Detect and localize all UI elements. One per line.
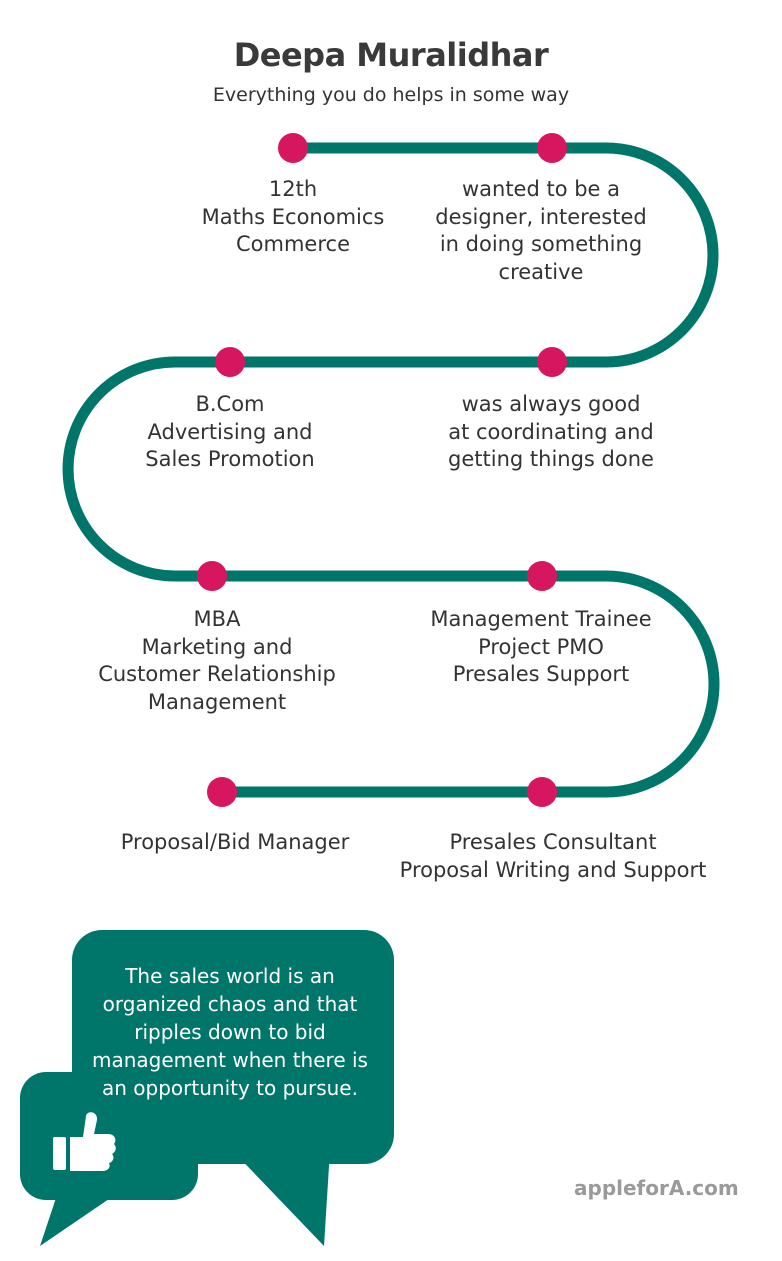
timeline-path [62,142,720,798]
milestone-dot [527,561,557,591]
milestone-dot [537,347,567,377]
milestone-label: Management Trainee Project PMO Presales … [430,607,652,686]
milestone-label: Proposal/Bid Manager [120,830,350,854]
callout-quote: The sales world is an organized chaos an… [92,964,368,1100]
milestone-label: wanted to be a designer, interested in d… [435,177,647,284]
milestone-dot [197,561,227,591]
milestone-dot [207,777,237,807]
milestone-dot [527,777,557,807]
milestone-label: MBA Marketing and Customer Relationship … [98,607,336,714]
page-title: Deepa Muralidhar [233,36,549,74]
brand-watermark[interactable]: appleforA.com [574,1176,739,1200]
milestone-dot [215,347,245,377]
page-subtitle: Everything you do helps in some way [212,84,570,106]
quote-speech-bubble [72,930,394,1246]
milestone-label: 12th Maths Economics Commerce [201,177,385,256]
thumbs-up-icon [53,1112,116,1171]
milestone-label: was always good at coordinating and gett… [448,392,654,471]
milestone-label: Presales Consultant Proposal Writing and… [399,830,707,882]
milestone-dot [537,133,567,163]
milestone-label: B.Com Advertising and Sales Promotion [145,392,315,471]
milestone-dot [278,133,308,163]
